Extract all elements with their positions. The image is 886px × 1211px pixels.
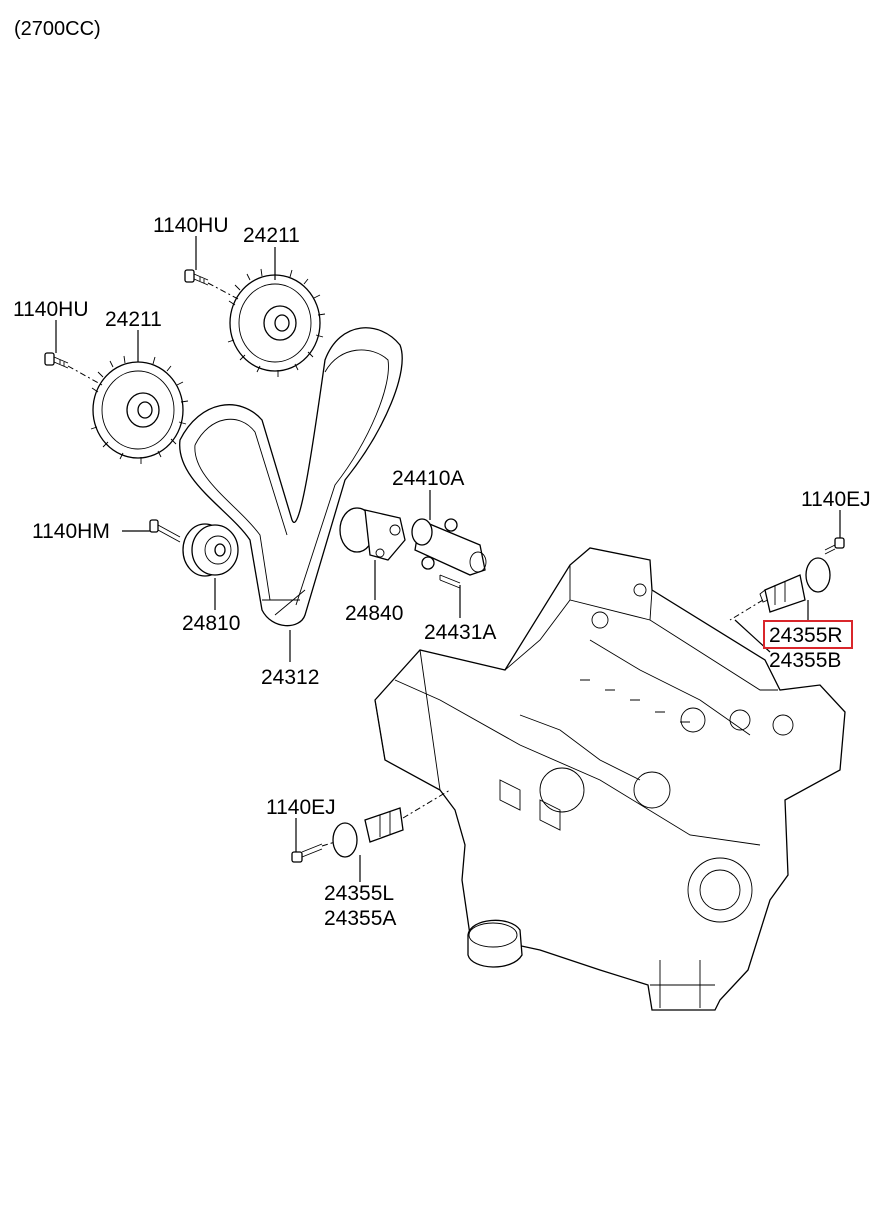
label-24355b[interactable]: 24355B <box>769 649 841 672</box>
label-24211-lower[interactable]: 24211 <box>105 308 162 331</box>
label-24211-upper[interactable]: 24211 <box>243 224 300 247</box>
bolt-1140hm <box>149 519 181 543</box>
label-1140ej-left[interactable]: 1140EJ <box>266 796 336 819</box>
leader-lines <box>55 236 841 882</box>
part-labels: 1140HU 24211 1140HU 24211 24410A 1140HM … <box>13 214 871 930</box>
idler-pulley-24810 <box>182 523 239 577</box>
label-24410a[interactable]: 24410A <box>392 467 464 490</box>
cam-sprocket-lower <box>90 355 189 464</box>
engine-block <box>374 547 846 1011</box>
bolt-1140hu-lower <box>44 352 103 386</box>
oil-control-valve-right <box>729 557 831 621</box>
label-1140hm[interactable]: 1140HM <box>32 520 110 543</box>
hydraulic-tensioner-24410a <box>411 518 487 576</box>
label-24355a[interactable]: 24355A <box>324 907 396 930</box>
label-24810[interactable]: 24810 <box>182 612 240 635</box>
label-1140hu-lower[interactable]: 1140HU <box>13 298 89 321</box>
bolt-1140ej-left <box>291 841 336 863</box>
cam-sprocket-upper <box>227 268 326 377</box>
label-24355l[interactable]: 24355L <box>324 882 394 905</box>
label-24312[interactable]: 24312 <box>261 666 319 689</box>
highlight-box-24355r <box>763 620 853 649</box>
tensioner-pulley-24840 <box>339 507 406 561</box>
label-24355r[interactable]: 24355R <box>769 624 843 647</box>
engine-spec-header: (2700CC) <box>14 18 101 40</box>
bolt-1140hu-upper <box>184 269 241 301</box>
bolt-1140ej-right <box>824 537 845 555</box>
oil-control-valve-left <box>332 789 451 858</box>
label-24840[interactable]: 24840 <box>345 602 403 625</box>
label-1140ej-right[interactable]: 1140EJ <box>801 488 871 511</box>
label-24431a[interactable]: 24431A <box>424 621 496 644</box>
label-1140hu-upper[interactable]: 1140HU <box>153 214 229 237</box>
timing-belt <box>179 327 403 627</box>
bolt-24431a <box>439 574 461 589</box>
